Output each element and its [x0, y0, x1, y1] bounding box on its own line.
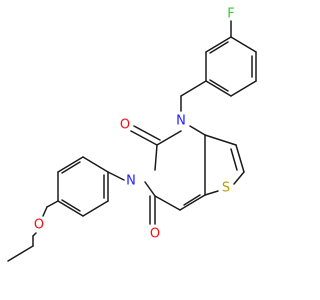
- structure-canvas: F N N O O S O: [7, 7, 257, 262]
- bond: [57, 156, 84, 173]
- bond: [82, 156, 109, 173]
- bond: [154, 195, 181, 211]
- ether-oxygen-label: O: [34, 218, 44, 233]
- bond: [180, 80, 207, 97]
- sulfur-atom-label: S: [222, 181, 230, 196]
- bond: [133, 125, 161, 141]
- bond: [32, 232, 37, 237]
- bond: [204, 134, 237, 146]
- bond: [61, 199, 81, 212]
- pyrimidinedione-ring: [130, 125, 206, 225]
- bond: [204, 190, 219, 196]
- bond: [46, 200, 59, 208]
- bond: [144, 181, 156, 197]
- bond: [130, 130, 158, 146]
- bond: [7, 245, 34, 262]
- carbonyl-oxygen-2-label: O: [120, 118, 130, 133]
- bond: [61, 161, 81, 174]
- bond: [205, 36, 232, 53]
- fluorine-atom-label: F: [227, 7, 234, 22]
- fluorophenyl-ring: [205, 20, 257, 97]
- bond: [183, 194, 201, 206]
- bond: [57, 200, 84, 217]
- bond: [230, 80, 257, 97]
- bond: [235, 144, 245, 173]
- bond: [154, 144, 158, 171]
- bond: [230, 36, 257, 53]
- bond: [107, 171, 125, 181]
- bond: [205, 80, 232, 97]
- nitrogen-3-atom-label: N: [126, 174, 136, 189]
- nitrogen-1-atom-label: N: [176, 114, 186, 129]
- bond: [82, 200, 109, 217]
- bond: [179, 194, 206, 211]
- ethoxyphenyl-ring: [57, 156, 109, 217]
- bond: [230, 148, 238, 171]
- bond: [233, 171, 245, 185]
- carbonyl-oxygen-4-label: O: [150, 227, 160, 242]
- bond: [209, 41, 229, 54]
- bond: [42, 206, 48, 217]
- molecule-structure: F N N O O S O: [7, 7, 257, 262]
- bond: [189, 125, 206, 136]
- thiophene-ring: [204, 134, 245, 196]
- bond: [209, 79, 229, 92]
- bond: [156, 130, 182, 146]
